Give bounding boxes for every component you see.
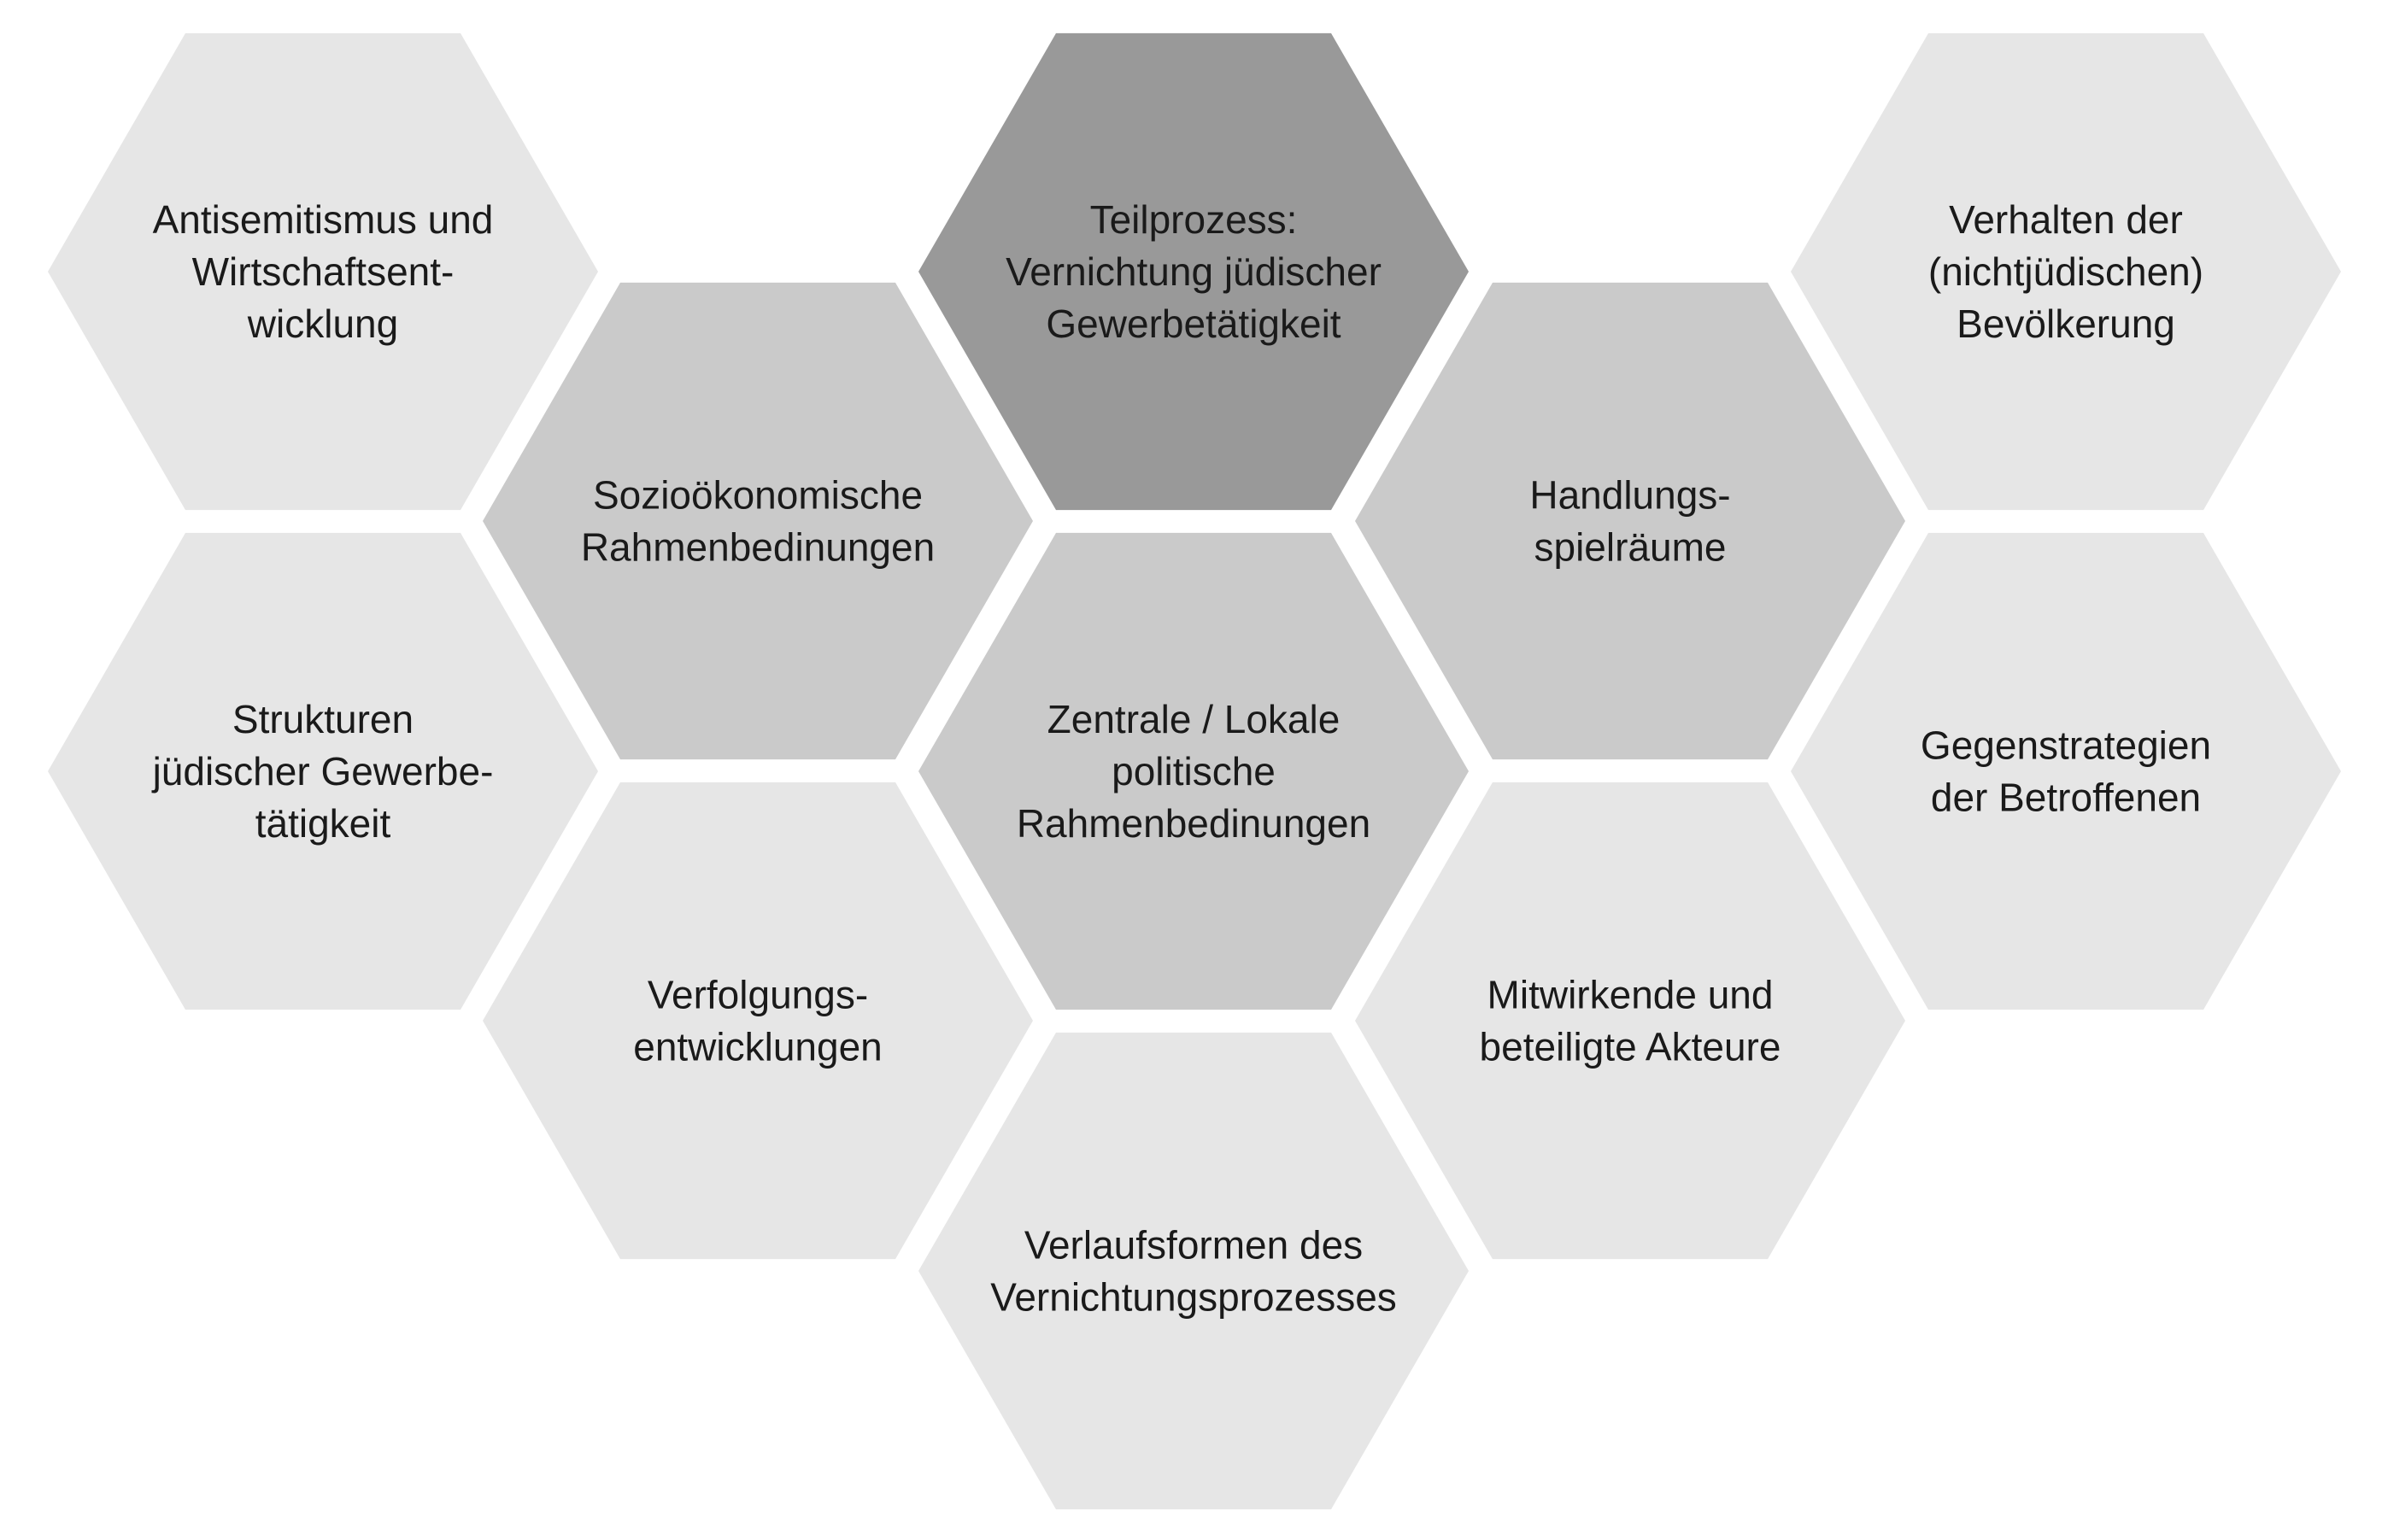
hexagon-label-line: Verfolgungs- (648, 973, 868, 1017)
hexagon-label-line: jüdischer Gewerbe- (151, 749, 494, 793)
hexagon-shape (483, 782, 1033, 1260)
hexagon-shape (1355, 782, 1905, 1260)
hexagon-shape (918, 532, 1469, 1010)
hexagon-label-line: spielräume (1534, 525, 1727, 570)
hexagon-teilprozess: Teilprozess: Vernichtung jüdischerGewerbe… (918, 32, 1469, 511)
hexagon-label-line: Rahmenbedinungen (1017, 801, 1370, 846)
hexagon-label-line: politische (1112, 749, 1276, 793)
hexagon-label-line: (nichtjüdischen) (1928, 249, 2203, 294)
hexagon-label-line: Gewerbetätigkeit (1046, 302, 1341, 346)
hexagon-label-line: Bevölkerung (1957, 302, 2175, 346)
hexagon-label-line: Vernichtungsprozesses (990, 1275, 1397, 1320)
hexagon-label-line: der Betroffenen (1931, 776, 2201, 820)
hexagon-gegenstrategien: Gegenstrategien der Betroffenen (1791, 532, 2341, 1010)
hexagon-shape (1355, 282, 1905, 760)
hexagon-label-line: wicklung (247, 302, 398, 346)
hexagon-layer: Antisemitismus undWirtschaftsent-wicklun… (48, 32, 2341, 1510)
hexagon-label-line: beteiligte Akteure (1480, 1025, 1781, 1069)
hexagon-label-line: Wirtschaftsent- (192, 249, 455, 294)
hexagon-label-line: Rahmenbedinungen (581, 525, 935, 570)
hexagon-label-line: Gegenstrategien (1921, 723, 2211, 768)
hexagon-label-line: entwicklungen (633, 1025, 883, 1069)
hexagon-shape (48, 532, 598, 1010)
hexagon-shape (918, 1032, 1469, 1510)
hexagon-label-line: Sozioökonomische (593, 473, 923, 518)
hexagon-label-line: tätigkeit (255, 801, 391, 846)
hexagon-label-line: Teilprozess: (1090, 197, 1298, 242)
hexagon-mitwirkende: Mitwirkende und beteiligte Akteure (1355, 782, 1905, 1260)
hexagon-verhalten: Verhalten der (nichtjüdischen) Bevölkerung (1791, 32, 2341, 511)
hexagon-strukturen: Strukturen jüdischer Gewerbe-tätigkeit (48, 532, 598, 1010)
hexagon-label-line: Handlungs- (1529, 473, 1730, 518)
hexagon-label-line: Strukturen (232, 697, 414, 741)
hexagon-handlungsspielraeume: Handlungs-spielräume (1355, 282, 1905, 760)
hexagon-shape (1791, 532, 2341, 1010)
hexagon-label-line: Mitwirkende und (1487, 973, 1774, 1017)
hexagon-shape (1791, 32, 2341, 511)
hexagon-label-line: Antisemitismus und (153, 197, 494, 242)
hexagon-shape (483, 282, 1033, 760)
hexagon-label-line: Vernichtung jüdischer (1006, 249, 1382, 294)
hexagon-label-line: Verhalten der (1949, 197, 2183, 242)
hexagon-verfolgungsentwicklungen: Verfolgungs-entwicklungen (483, 782, 1033, 1260)
hexagon-label-line: Zentrale / Lokale (1047, 697, 1341, 741)
hexagon-zentrale-lokale: Zentrale / Lokale politischeRahmenbedinun… (918, 532, 1469, 1010)
hexagon-shape (48, 32, 598, 511)
hexagon-antisemitismus: Antisemitismus undWirtschaftsent-wicklun… (48, 32, 598, 511)
hexagon-label-line: Verlaufsformen des (1024, 1223, 1363, 1268)
hexagon-shape (918, 32, 1469, 511)
